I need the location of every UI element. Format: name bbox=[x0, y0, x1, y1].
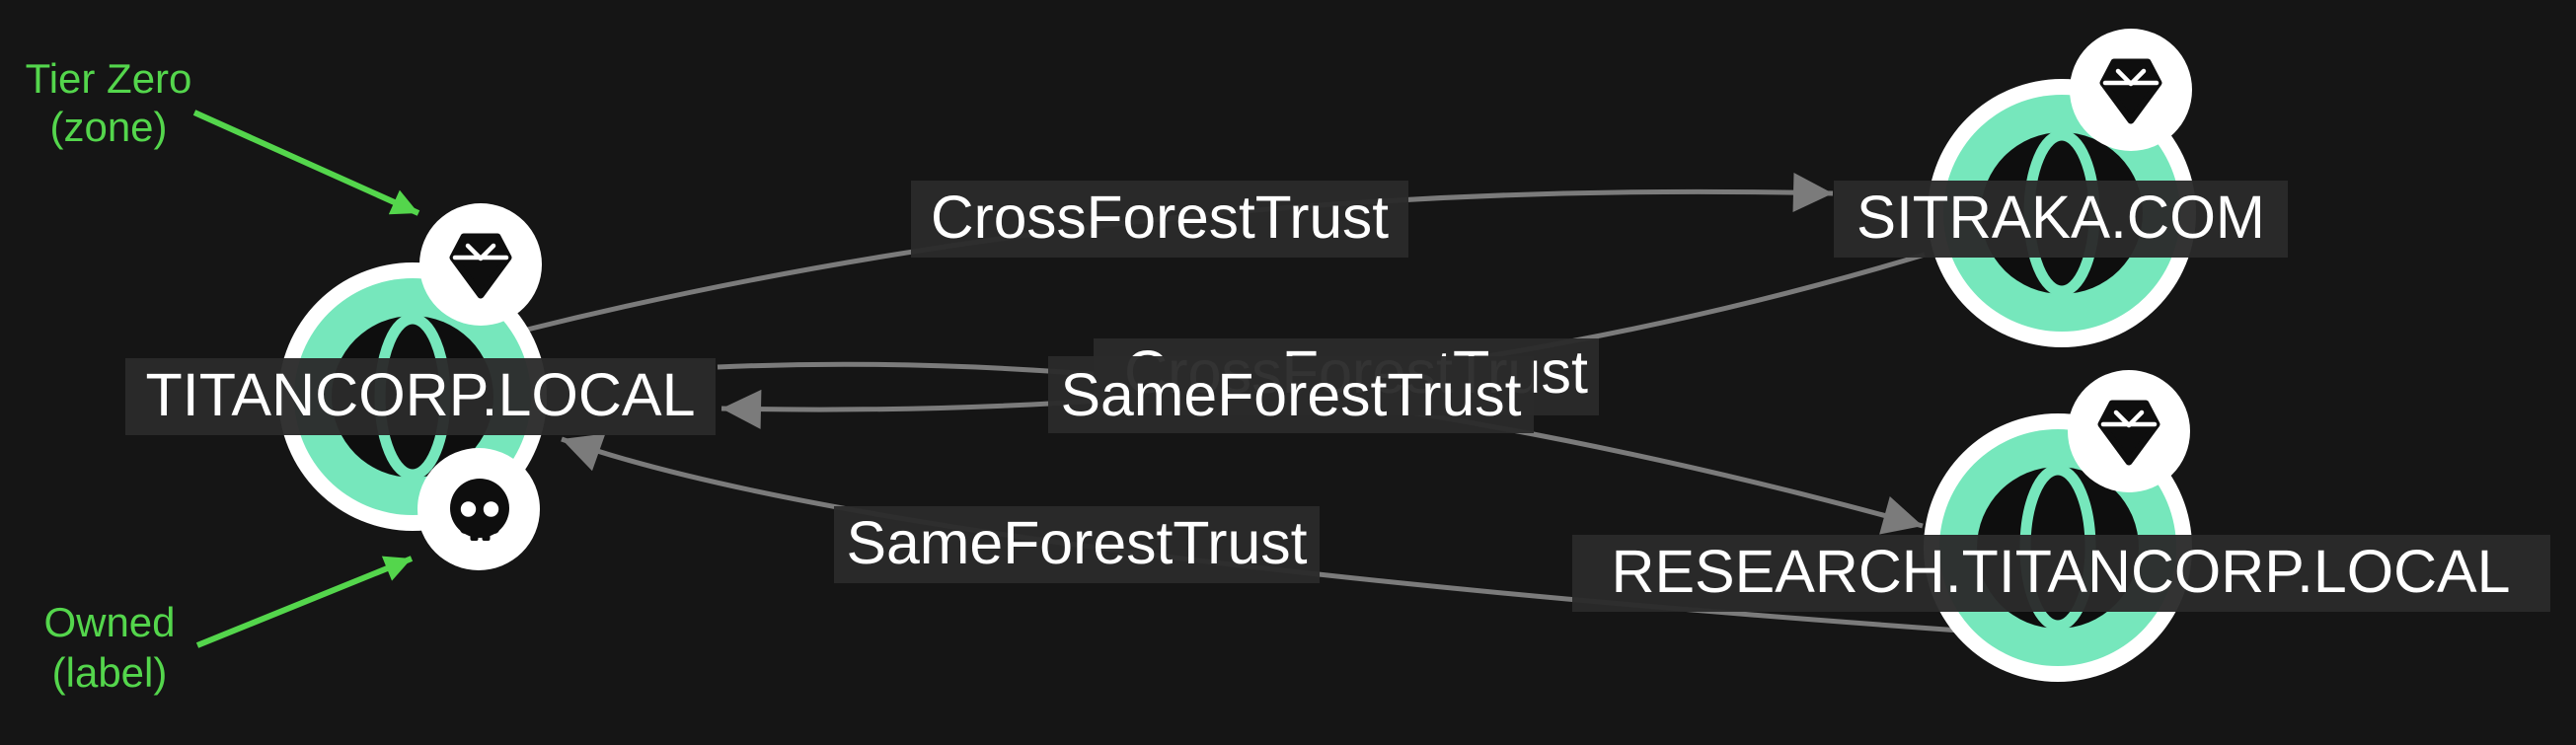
annotation-text-line2: (zone) bbox=[49, 104, 167, 150]
edge-label-band bbox=[1048, 356, 1534, 433]
node-label-titancorp[interactable]: TITANCORP.LOCAL bbox=[125, 358, 716, 435]
node-label-text: TITANCORP.LOCAL bbox=[146, 361, 696, 428]
annotation-arrow bbox=[195, 556, 414, 648]
node-label-text: RESEARCH.TITANCORP.LOCAL bbox=[1612, 538, 2511, 605]
gem-icon bbox=[2070, 29, 2192, 151]
node-label-band bbox=[1572, 535, 2550, 612]
edge-label-text: SameForestTrust bbox=[847, 509, 1308, 576]
node-label-text: SITRAKA.COM bbox=[1856, 184, 2265, 251]
annotation-arrow bbox=[192, 110, 420, 216]
edge-label-crossforesttrust-top[interactable]: CrossForestTrust bbox=[911, 181, 1408, 258]
annotation-text-line2: (label) bbox=[52, 649, 168, 696]
edge-label-band bbox=[911, 181, 1408, 258]
edge-label-sameforesttrust-center[interactable]: SameForestTrust bbox=[1048, 356, 1534, 433]
node-label-band bbox=[125, 358, 716, 435]
annotation-text-line1: Tier Zero bbox=[26, 55, 192, 102]
annotation-text-line1: Owned bbox=[43, 599, 175, 645]
edge-label-sameforesttrust-bottom[interactable]: SameForestTrust bbox=[834, 506, 1320, 583]
node-label-sitraka[interactable]: SITRAKA.COM bbox=[1834, 181, 2288, 258]
gem-icon bbox=[2068, 370, 2190, 492]
skull-icon bbox=[417, 448, 540, 570]
edge-label-band bbox=[834, 506, 1320, 583]
edge-label-text: CrossForestTrust bbox=[931, 184, 1389, 251]
gem-icon bbox=[419, 203, 542, 326]
annotation-owned: Owned (label) bbox=[43, 556, 414, 696]
node-label-research[interactable]: RESEARCH.TITANCORP.LOCAL bbox=[1572, 535, 2550, 612]
edge-label-text: SameForestTrust bbox=[1061, 361, 1522, 428]
node-label-band bbox=[1834, 181, 2288, 258]
annotation-tier-zero: Tier Zero (zone) bbox=[26, 55, 420, 216]
